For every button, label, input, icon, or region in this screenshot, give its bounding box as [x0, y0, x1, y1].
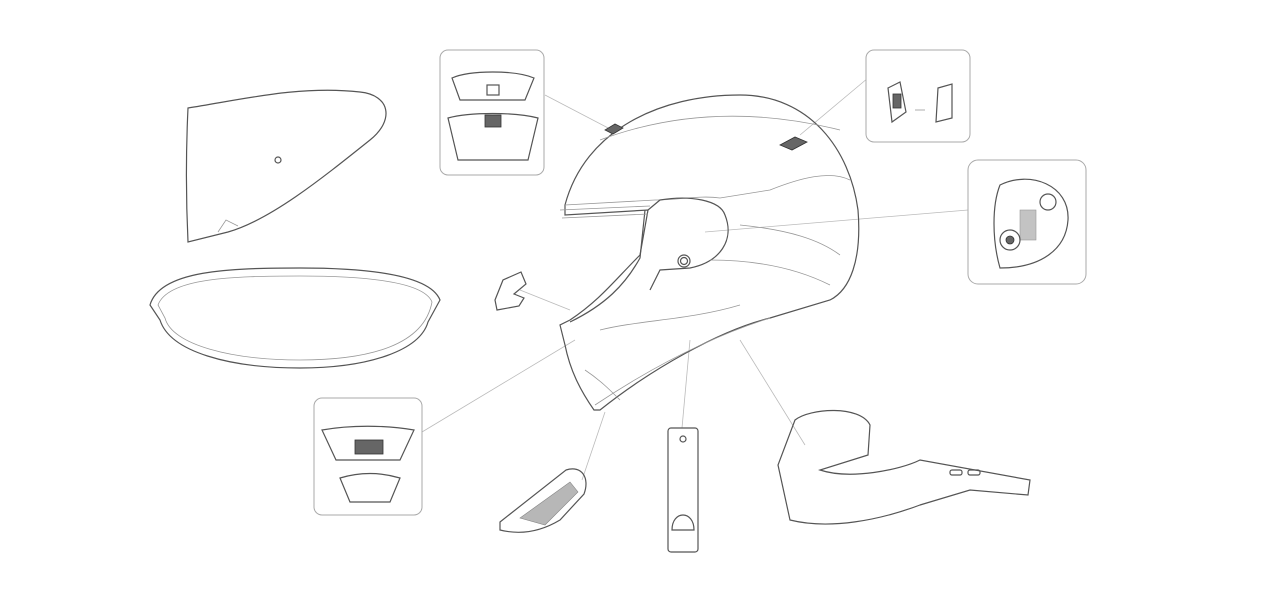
top-vent-detail-box [439, 49, 545, 176]
helmet-shell [559, 94, 860, 411]
breath-guard-clip-part [494, 271, 527, 311]
cheek-pad-part [777, 409, 1031, 525]
pinlock-lens-part [149, 267, 441, 369]
shield-mechanism-detail-box [967, 159, 1087, 285]
rear-spoiler-detail-box [865, 49, 971, 143]
chin-curtain-part [499, 468, 587, 533]
chin-vent-detail-box [313, 397, 423, 516]
visor-part [185, 89, 387, 243]
leader-lines [421, 77, 969, 481]
chin-strap-cover-part [667, 427, 699, 553]
